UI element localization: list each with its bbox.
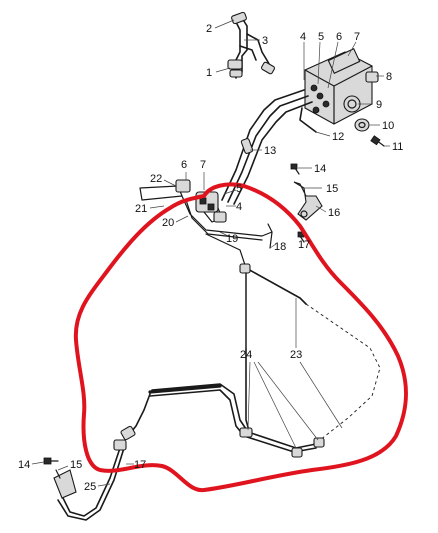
callout-5-left: 5 (236, 183, 242, 195)
callout-22: 22 (150, 173, 162, 185)
callout-11: 11 (392, 141, 403, 153)
callout-labels: 1 2 3 4 5 6 7 8 9 10 11 12 13 14 15 16 1… (18, 23, 403, 493)
rear-brake-hose (43, 439, 127, 521)
wheel-speed-sensor-bracket (290, 163, 323, 243)
callout-12: 12 (332, 131, 344, 143)
rear-brake-lines (120, 263, 381, 458)
callout-21: 21 (135, 203, 147, 215)
callout-4-left: 4 (236, 201, 242, 213)
callout-20: 20 (162, 217, 174, 229)
brake-line-bundle (221, 89, 317, 205)
callout-4-top: 4 (300, 31, 306, 43)
highlight-outline (73, 182, 408, 493)
brake-line-assembly-top (227, 11, 276, 79)
callout-6-top: 6 (336, 31, 342, 43)
callout-9: 9 (376, 99, 382, 111)
callout-14-bottom: 14 (18, 459, 30, 471)
callout-2: 2 (206, 23, 212, 35)
callout-25: 25 (84, 481, 96, 493)
callout-17-top: 17 (298, 239, 310, 251)
callout-7-left: 7 (200, 159, 206, 171)
grommet-and-bolt (354, 118, 385, 147)
callout-23: 23 (290, 349, 302, 361)
callout-7-top: 7 (354, 31, 360, 43)
callout-14-top: 14 (314, 163, 326, 175)
callout-6-left: 6 (181, 159, 187, 171)
callout-13: 13 (264, 145, 276, 157)
callout-5-top: 5 (318, 31, 324, 43)
callout-10: 10 (382, 120, 394, 132)
callout-19: 19 (226, 233, 238, 245)
callout-15-bottom: 15 (70, 459, 82, 471)
callout-17-bottom: 17 (134, 459, 146, 471)
callout-24: 24 (240, 349, 252, 361)
proportioning-valve-block (139, 179, 273, 269)
callout-8: 8 (386, 71, 392, 83)
callout-3: 3 (262, 35, 268, 47)
callout-15-top: 15 (326, 183, 338, 195)
leader-lines (31, 19, 390, 487)
callout-18: 18 (274, 241, 286, 253)
callout-1: 1 (206, 67, 212, 79)
abs-hydraulic-unit (304, 48, 379, 125)
callout-16: 16 (328, 207, 340, 219)
